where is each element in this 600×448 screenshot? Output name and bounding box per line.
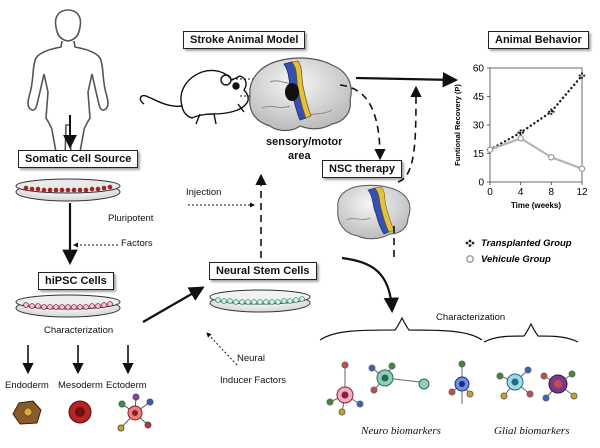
chart-y-tick-label: 15 (473, 149, 485, 160)
endoderm-label: Endoderm (5, 380, 49, 391)
chart-y-axis-label: Funtional Recovery (P) (453, 84, 462, 166)
neuron-cell-1-icon (326, 361, 364, 416)
chart-x-tick-label: 4 (518, 187, 524, 198)
hipsc-dish (15, 294, 121, 318)
glial-biomarker-cells (496, 366, 578, 402)
chart-y-tick-label: 0 (478, 178, 484, 189)
glial-biomarkers-label: Glial biomarkers (494, 425, 570, 437)
chart-x-axis-label: Time (weeks) (511, 201, 561, 210)
somatic-cell-source-box: Somatic Cell Source (18, 150, 139, 168)
neuro-biomarker-cells (326, 360, 474, 416)
mouse-icon (139, 69, 249, 125)
glial-cell-2-icon (540, 370, 578, 402)
factors-label: Factors (121, 238, 153, 249)
characterization-left-label: Characterization (44, 325, 114, 336)
legend-transplanted-label: Transplanted Group (481, 238, 572, 249)
vehicule-point (517, 135, 524, 142)
pluripotent-label: Pluripotent (108, 213, 154, 224)
neural-label: Neural (237, 353, 265, 364)
injection-label: Injection (186, 187, 222, 198)
neuro-biomarkers-label: Neuro biomarkers (361, 425, 441, 437)
chart-y-tick-label: 45 (473, 92, 485, 103)
transplanted-point (548, 108, 555, 115)
neuron-cell-3-icon (448, 360, 474, 404)
nsc-therapy-box: NSC therapy (322, 160, 403, 178)
mesoderm-label: Mesoderm (58, 380, 103, 391)
mesoderm-cell-icon (68, 400, 92, 424)
ectoderm-label: Ectoderm (106, 380, 147, 391)
human-figure-icon (27, 9, 109, 159)
vehicule-point (548, 154, 555, 161)
sensory-motor-label-line1: sensory/motor (266, 136, 343, 148)
vehicule-series-line (488, 137, 584, 170)
somatic-cell-dish (15, 178, 121, 202)
transplanted-series-line (488, 74, 584, 151)
chart-x-tick-label: 0 (487, 187, 493, 198)
chart-y-tick-label: 30 (473, 121, 485, 132)
nsc-dish (209, 289, 311, 313)
stroke-animal-model-box: Stroke Animal Model (183, 31, 306, 49)
chart-y-tick-label: 60 (473, 64, 485, 75)
neuron-cell-2-icon (368, 362, 430, 394)
inducer-factors-label: Inducer Factors (220, 375, 286, 386)
treated-brain-icon (337, 184, 411, 240)
neural-stem-cells-box: Neural Stem Cells (209, 262, 317, 280)
characterization-right-label: Characterization (436, 312, 506, 323)
endoderm-cell-icon (12, 400, 42, 425)
legend-transplanted-symbol-icon (465, 239, 475, 247)
stroke-brain-icon (249, 57, 352, 132)
legend-vehicule-symbol-icon (466, 255, 474, 263)
chart-x-tick-label: 12 (576, 187, 588, 198)
chart-plot-area (489, 67, 583, 183)
ectoderm-cell-icon (117, 393, 154, 432)
vehicule-point (578, 165, 586, 172)
vehicule-point (486, 146, 494, 153)
chart-x-tick-label: 8 (549, 187, 555, 198)
sensory-motor-label-line2: area (288, 150, 311, 162)
glial-cell-1-icon (496, 366, 534, 400)
transplanted-point (578, 72, 586, 79)
chart-legend: Transplanted Group Vehicule Group (465, 238, 572, 265)
recovery-line-chart: Funtional Recovery (P) Time (weeks) 0 15 3… (453, 64, 588, 211)
legend-vehicule-label: Vehicule Group (481, 254, 551, 265)
hipsc-cells-box: hiPSC Cells (38, 272, 114, 290)
animal-behavior-box: Animal Behavior (488, 31, 589, 49)
